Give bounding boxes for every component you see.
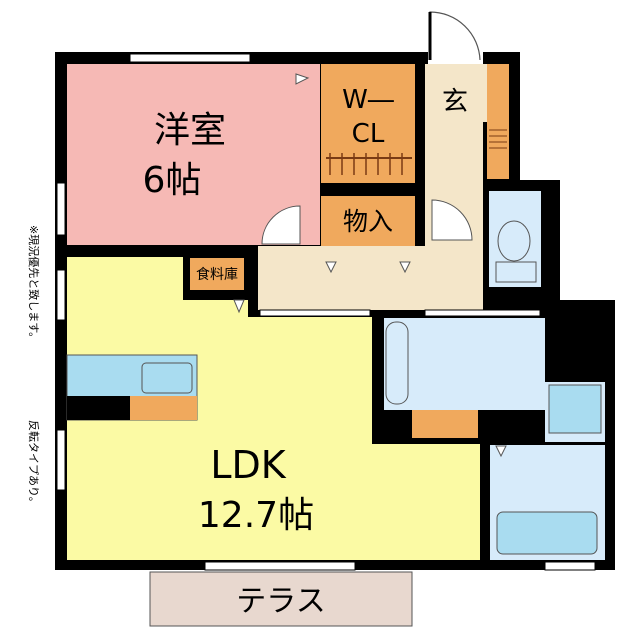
entrance-door-area — [428, 10, 483, 64]
terrace-label: テラス — [236, 584, 325, 619]
terrace — [149, 571, 413, 627]
hallway-lower-floor — [258, 246, 483, 310]
door-markers — [233, 73, 507, 458]
western-room-size: 6帖 — [143, 160, 202, 201]
entrance-floor — [425, 64, 487, 122]
walk-in-closet-floor — [321, 64, 415, 183]
washing-machine-pan — [548, 384, 602, 434]
toilet-bowl — [497, 220, 531, 262]
storage-floor — [321, 196, 415, 246]
ldk-name: LDK — [210, 443, 286, 487]
closet-hangers — [329, 153, 403, 175]
walk-in-closet-label-line2: CL — [352, 119, 385, 149]
entrance-label: 玄 — [442, 87, 468, 117]
walk-in-closet-label-line1: W― — [342, 85, 394, 115]
kitchen-sink — [141, 362, 193, 394]
washroom-floor — [412, 318, 545, 410]
shoe-cabinet — [487, 64, 509, 179]
pantry-label: 食料庫 — [196, 266, 238, 283]
toilet-tank — [495, 261, 537, 283]
ldk-size: 12.7帖 — [198, 495, 314, 536]
shoe-shelves — [489, 129, 507, 149]
washroom-counter — [412, 410, 478, 438]
western-room-name: 洋室 — [154, 110, 226, 151]
windows — [56, 53, 596, 571]
ldk-floor — [67, 257, 480, 560]
toilet-door-swing — [431, 199, 473, 241]
storage-label: 物入 — [343, 207, 393, 236]
note-reversed-type: 反転タイプあり。 — [27, 420, 40, 508]
note-current-condition: ※現況優先と致します。 — [27, 225, 41, 343]
washbasin — [385, 321, 409, 405]
kitchen-wall-block — [67, 396, 130, 420]
pantry-floor — [190, 258, 244, 290]
entrance-door-swing — [429, 11, 481, 61]
kitchen-lower-counter — [130, 396, 197, 420]
western-door-swing — [261, 205, 301, 245]
bathtub — [496, 511, 598, 555]
